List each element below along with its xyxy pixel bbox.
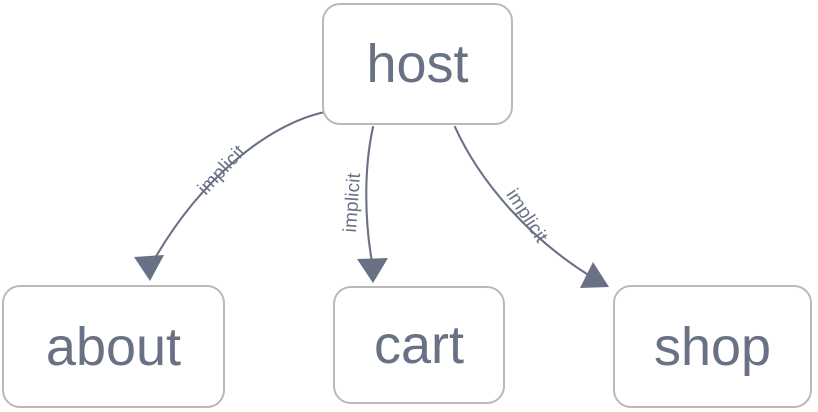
edge-host-about: implicit <box>134 110 327 281</box>
node-shop[interactable]: shop <box>613 285 812 408</box>
edge-host-cart-path <box>365 125 375 270</box>
arrowhead-shop-icon <box>580 262 609 288</box>
arrowhead-about-icon <box>134 255 164 281</box>
edge-host-about-path <box>148 110 327 269</box>
edge-host-cart: implicit <box>340 125 388 283</box>
node-shop-label: shop <box>653 316 772 377</box>
edge-label-host-about: implicit <box>194 141 250 199</box>
node-cart-label: cart <box>373 315 465 375</box>
node-cart[interactable]: cart <box>333 286 505 404</box>
node-about-label: about <box>45 316 182 377</box>
node-host-label: host <box>366 34 469 94</box>
arrowhead-cart-icon <box>357 258 388 283</box>
node-host[interactable]: host <box>322 3 513 125</box>
edge-host-shop: implicit <box>453 125 609 288</box>
edge-host-shop-path <box>453 125 597 281</box>
edge-label-host-cart: implicit <box>340 172 365 233</box>
edge-label-host-shop: implicit <box>502 185 552 247</box>
node-about[interactable]: about <box>2 285 225 408</box>
